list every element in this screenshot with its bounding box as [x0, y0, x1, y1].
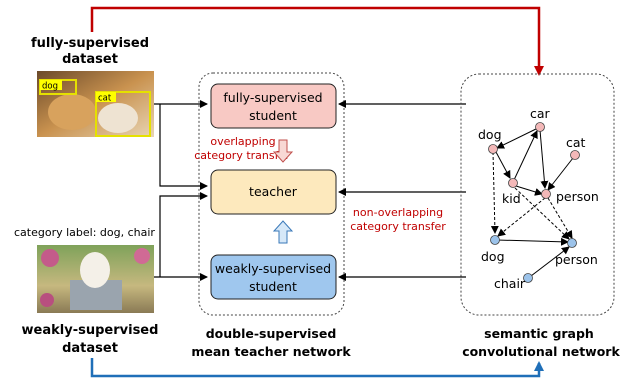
- node-label-dog: dog: [478, 127, 502, 142]
- graph-node-dog: [488, 144, 498, 154]
- node-label-kid: kid: [502, 191, 521, 206]
- node-label-chair: chair: [494, 276, 526, 291]
- fully-student-label-1: fully-supervised: [223, 90, 322, 105]
- fully-image-to-teacher-arrow: [159, 104, 208, 190]
- dog-label-box: [40, 80, 62, 90]
- graph-node-chair: [523, 273, 533, 283]
- graph-caption-1: semantic graph: [484, 326, 594, 341]
- weakly-dataset-title-1: weakly-supervised: [22, 323, 159, 338]
- weakly-up-arrow: [272, 220, 294, 244]
- overlap-label-2: category transfer: [194, 149, 290, 162]
- mean-teacher-caption-1: double-supervised: [206, 326, 337, 341]
- nonoverlap-label-1: non-overlapping: [353, 206, 443, 219]
- graph-node-dog-weak: [490, 235, 500, 245]
- bottom-blue-arrow: [90, 358, 544, 378]
- cat-box-label: cat: [98, 94, 112, 104]
- dog-box-label: dog: [42, 82, 58, 92]
- fully-dataset-title-1: fully-supervised: [31, 36, 149, 51]
- node-label-car: car: [530, 106, 551, 121]
- node-label-person-weak: person: [555, 252, 598, 267]
- weakly-student-label-2: student: [249, 279, 297, 294]
- node-label-person: person: [556, 189, 599, 204]
- graph-caption-2: convolutional network: [462, 344, 620, 359]
- fully-dataset-title-2: dataset: [62, 52, 118, 67]
- category-label-text: category label: dog, chair: [14, 226, 155, 239]
- weakly-dataset-image: [37, 245, 154, 313]
- graph-edges: [490, 127, 574, 277]
- nonoverlap-label-2: category transfer: [350, 220, 446, 233]
- graph-node-person: [541, 189, 551, 199]
- weakly-student-label-1: weakly-supervised: [215, 261, 331, 276]
- teacher-box: [210, 169, 337, 215]
- top-red-arrow: [90, 6, 544, 76]
- graph-node-person-weak: [567, 238, 577, 248]
- teacher-label: teacher: [249, 184, 298, 199]
- node-label-dog-weak: dog: [481, 249, 505, 264]
- node-label-cat: cat: [566, 135, 586, 150]
- weakly-image-to-teacher-arrow: [159, 192, 208, 277]
- fully-student-box: [210, 83, 337, 129]
- weakly-student-box: [210, 254, 337, 300]
- graph-node-car: [535, 122, 545, 132]
- mean-teacher-caption-2: mean teacher network: [191, 344, 351, 359]
- fully-student-label-2: student: [249, 108, 297, 123]
- graph-container: [460, 73, 615, 316]
- overlap-label-1: overlapping: [210, 135, 275, 148]
- graph-node-cat: [570, 150, 580, 160]
- weakly-dataset-title-2: dataset: [62, 341, 118, 356]
- fully-dataset-image: dog cat: [37, 71, 154, 137]
- cat-label-box: [96, 92, 116, 102]
- overlap-down-arrow: [272, 139, 294, 163]
- graph-node-kid: [508, 178, 518, 188]
